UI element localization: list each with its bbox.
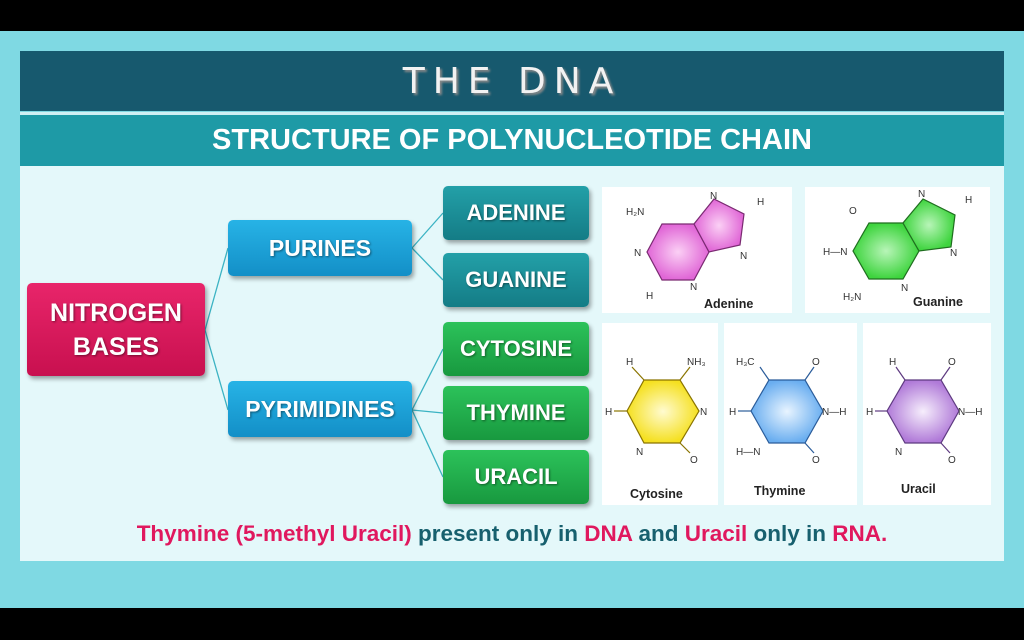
atom-label: H: [605, 407, 612, 418]
connector-root-purines: [204, 247, 229, 331]
cytosine-label: CYTOSINE: [459, 336, 573, 361]
atom-label: N: [700, 407, 707, 418]
purines-label: PURINES: [268, 234, 372, 261]
uracil-box: URACIL: [443, 450, 589, 504]
atom-label: O: [948, 455, 956, 466]
divider: [20, 112, 1004, 115]
atom-label: N—H: [958, 407, 982, 418]
atom-label: O: [948, 357, 956, 368]
atom-label: NH₃: [687, 357, 706, 368]
atom-label: O: [690, 455, 698, 466]
atom-label: N: [710, 191, 717, 202]
cytosine-caption: Cytosine: [630, 487, 683, 501]
atom-label: N—H: [822, 407, 846, 418]
footer-dna: DNA: [584, 521, 633, 546]
connector-lines: [204, 212, 444, 478]
root-line2: BASES: [72, 332, 160, 361]
adenine-box: ADENINE: [443, 186, 589, 240]
guanine-structure: O N H N H—N N H₂N Guanine: [805, 187, 990, 313]
footer-note: Thymine (5-methyl Uracil) present only i…: [0, 521, 1024, 547]
atom-label: H—N: [823, 247, 847, 258]
atom-label: H: [965, 195, 972, 206]
connector-pyrimidines-thymine: [411, 409, 444, 414]
atom-label: H: [889, 357, 896, 368]
atom-label: O: [849, 206, 857, 217]
atom-label: N: [740, 251, 747, 262]
footer-rna: RNA.: [832, 521, 888, 546]
thymine-caption: Thymine: [754, 484, 805, 498]
adenine-label: ADENINE: [466, 200, 566, 225]
cytosine-box: CYTOSINE: [443, 322, 589, 376]
atom-label: N: [690, 282, 697, 293]
atom-label: N: [901, 283, 908, 294]
diagram-area: NITROGEN BASES PURINES PYRIMIDINES ADENIN…: [20, 166, 1004, 561]
pyrimidines-label: PYRIMIDINES: [245, 395, 395, 422]
thymine-box: THYMINE: [443, 386, 589, 440]
title-band: THE DNA: [20, 51, 1004, 111]
uracil-label: URACIL: [474, 464, 558, 489]
nitrogen-bases-box: NITROGEN BASES: [27, 283, 205, 376]
atom-label: H: [866, 407, 873, 418]
purines-box: PURINES: [228, 220, 412, 276]
thymine-label: THYMINE: [466, 400, 566, 425]
atom-label: H: [646, 291, 653, 302]
atom-label: H₃C: [736, 357, 755, 368]
thymine-structure: H₃C O H N—H H—N O Thymine: [724, 323, 857, 505]
atom-label: H₂N: [626, 207, 644, 218]
atom-label: H: [729, 407, 736, 418]
footer-text: present only in: [411, 521, 585, 546]
atom-label: O: [812, 455, 820, 466]
uracil-caption: Uracil: [901, 482, 936, 496]
adenine-caption: Adenine: [704, 297, 753, 311]
footer-thymine: Thymine (5-methyl Uracil): [136, 521, 412, 546]
atom-label: H₂N: [843, 292, 861, 303]
cytosine-structure: H NH₃ H N N O Cytosine: [602, 323, 718, 505]
subtitle-band: STRUCTURE OF POLYNUCLEOTIDE CHAIN: [20, 115, 1004, 166]
atom-label: N: [636, 447, 643, 458]
atom-label: N: [895, 447, 902, 458]
footer-text: and: [632, 521, 685, 546]
atom-label: N: [918, 189, 925, 200]
footer-text: only in: [747, 521, 833, 546]
guanine-caption: Guanine: [913, 295, 963, 309]
uracil-structure: H O H N—H N O Uracil: [863, 323, 991, 505]
connector-pyrimidines-uracil: [411, 409, 444, 478]
atom-label: O: [812, 357, 820, 368]
atom-label: H—N: [736, 447, 760, 458]
pyrimidines-box: PYRIMIDINES: [228, 381, 412, 437]
connector-pyrimidines-cytosine: [411, 348, 444, 411]
connector-root-pyrimidines: [204, 329, 229, 411]
adenine-structure: H₂N N H N N N H Adenine: [602, 187, 792, 313]
atom-label: N: [634, 248, 641, 259]
slide: THE DNA STRUCTURE OF POLYNUCLEOTIDE CHAI…: [0, 31, 1024, 608]
connector-purines-guanine: [411, 247, 444, 281]
guanine-label: GUANINE: [465, 267, 567, 292]
atom-label: N: [950, 248, 957, 259]
root-line1: NITROGEN: [50, 298, 182, 327]
atom-label: H: [626, 357, 633, 368]
slide-subtitle: STRUCTURE OF POLYNUCLEOTIDE CHAIN: [212, 124, 812, 156]
guanine-box: GUANINE: [443, 253, 589, 307]
footer-uracil: Uracil: [684, 521, 748, 546]
connector-purines-adenine: [411, 212, 444, 249]
atom-label: H: [757, 197, 764, 208]
slide-title: THE DNA: [402, 60, 622, 102]
